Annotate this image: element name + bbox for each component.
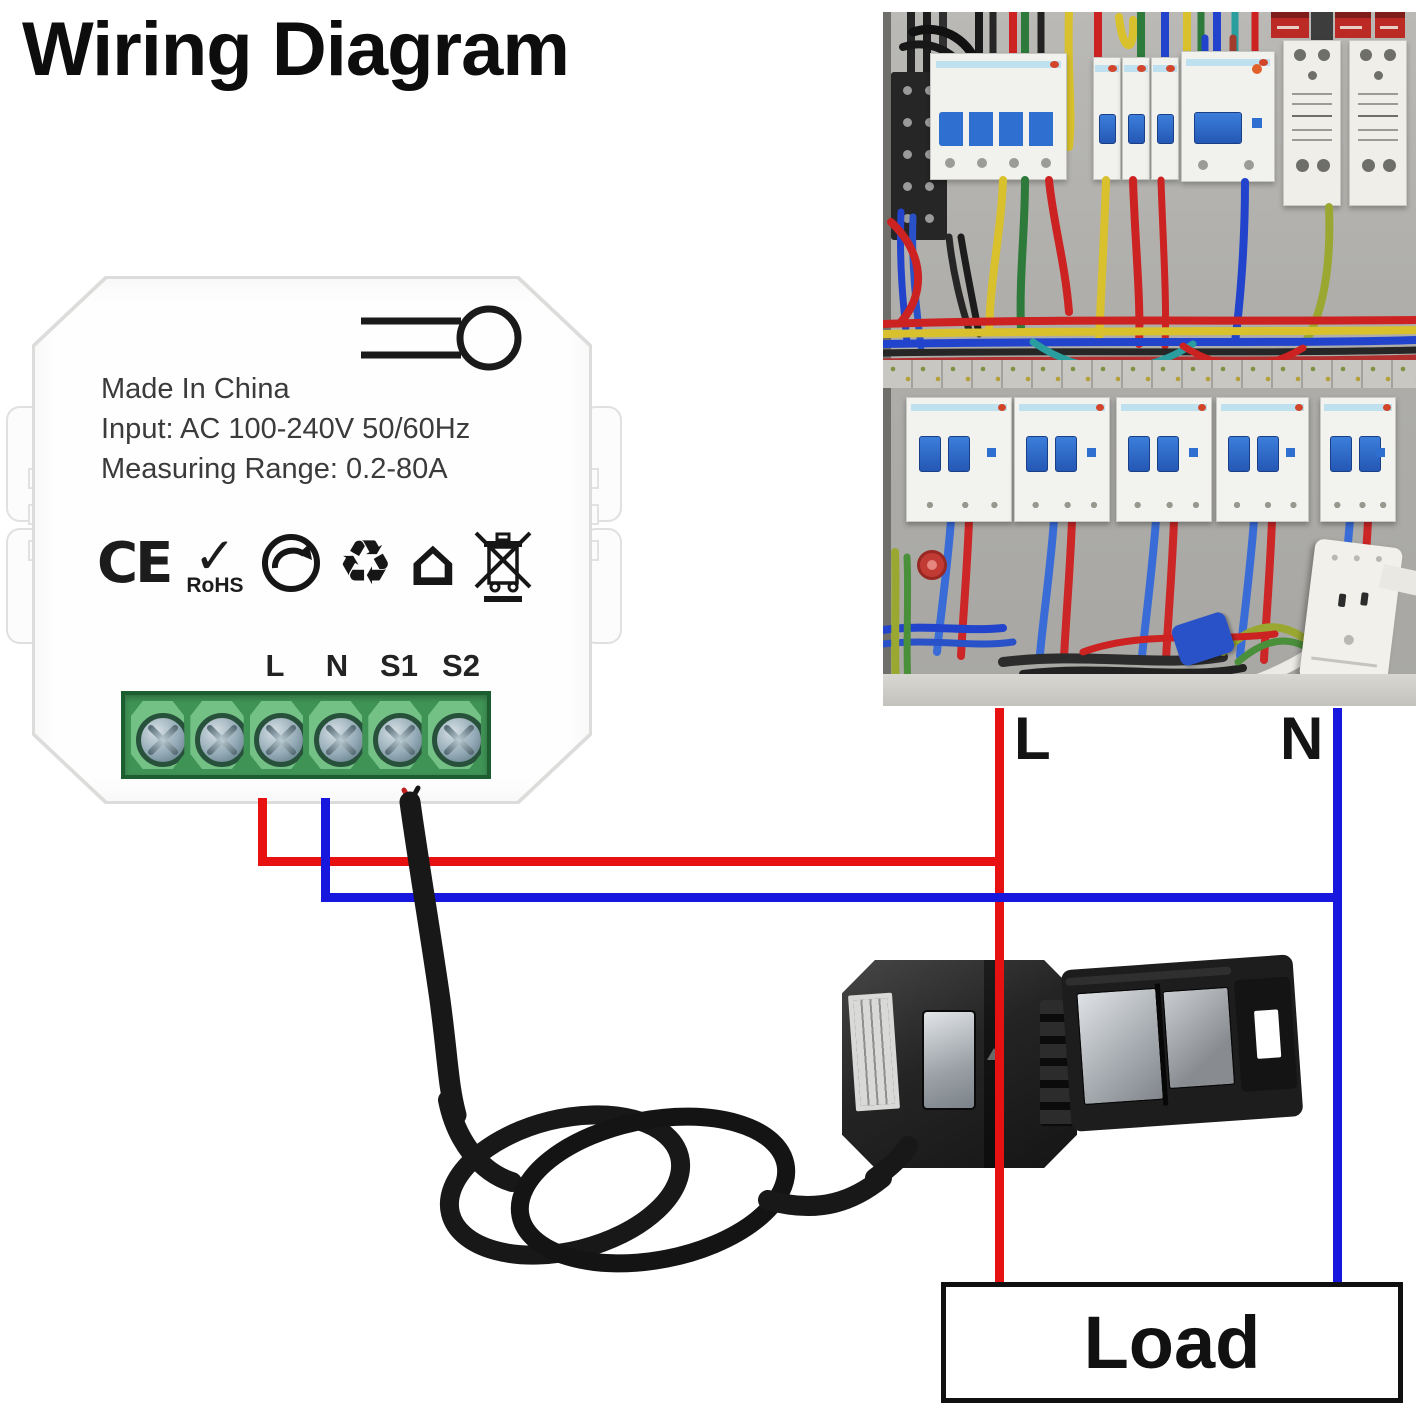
house-icon: ⌂ [409,524,457,601]
live-wire-panel-upper [995,708,1004,953]
device-text-input: Input: AC 100-240V 50/60Hz [101,413,471,445]
load-box: Load [941,1282,1403,1403]
jaw-core-face [1076,987,1164,1106]
breaker-unit [1116,397,1212,522]
screw-head-icon [313,713,363,767]
weee-bin-icon [474,531,532,602]
live-wire-panel-lower [995,950,1004,1284]
terminal-block [121,691,491,779]
terminal-screw [131,701,185,769]
screw-head-icon [372,713,422,767]
page-title: Wiring Diagram [22,7,570,92]
terminal-screw [249,701,303,769]
screw-head-icon [135,713,185,767]
terminal-label: N [325,648,349,683]
breaker-rcbo [1181,51,1275,182]
breaker-unit [906,397,1012,522]
device-text-range: Measuring Range: 0.2-80A [101,453,448,485]
breaker-4pole [930,53,1067,180]
terminal-screw [190,701,244,769]
surge-protector [1283,40,1341,206]
breaker-panel-photo [883,12,1416,706]
jaw-ridge [1065,966,1232,987]
panel-red-emblem [917,550,947,580]
device-text-made-in: Made In China [101,373,290,405]
ct-clamp-core-face [922,1010,976,1110]
panel-bottom-rail [883,674,1416,706]
live-wire-horizontal [258,857,1004,866]
panel-terminal-strip [883,360,1416,388]
load-label: Load [1083,1301,1261,1384]
jaw-core-face [1162,986,1236,1090]
terminal-screw [427,701,481,769]
ct-sensor-cable [399,785,918,1273]
keyhole-slot-icon [361,305,522,371]
live-wire-device-drop [258,798,267,862]
terminal-label: S2 [442,648,480,683]
ct-clamp-jaw [1060,954,1304,1132]
neutral-wire-horizontal [321,893,1342,902]
neutral-wire-panel [1333,708,1342,1284]
panel-row2 [883,397,1416,522]
ct-clamp-sensor [840,952,1310,1177]
recycle-icon: ♻ [337,526,394,599]
green-dot-icon [261,534,320,592]
terminal-label: S1 [380,648,418,683]
terminal-labels: L N S1 S2 [244,648,492,684]
surge-protector [1349,40,1407,206]
certification-icons: CE ✓ RoHS ♻ ⌂ [97,509,534,617]
rohs-check-icon: ✓ RoHS [186,531,243,596]
panel-module-dark [1311,12,1333,42]
live-label: L [1014,705,1051,772]
device-face: Made In China Input: AC 100-240V 50/60Hz… [35,279,589,801]
jaw-latch-hole [1254,1009,1282,1059]
checkmark-icon: ✓ [193,526,236,585]
terminal-label: L [265,648,285,683]
neutral-label: N [1280,705,1324,772]
panel-module-red [1375,12,1405,38]
terminal-screw [368,701,422,769]
breaker-1pole [1151,57,1179,180]
wall-socket [1298,538,1404,690]
screw-head-icon [194,713,244,767]
breaker-1pole [1122,57,1150,180]
energy-meter-device: Made In China Input: AC 100-240V 50/60Hz… [32,276,592,804]
jaw-latch [1233,976,1298,1093]
breaker-1pole [1093,57,1121,180]
panel-module-red [1335,12,1371,38]
neutral-wire-device-drop [321,798,330,898]
screw-head-icon [254,713,303,767]
panel-module-red [1271,12,1309,38]
breaker-unit [1014,397,1110,522]
ce-mark-icon: CE [97,530,173,596]
breaker-unit [1216,397,1309,522]
rohs-label: RoHS [186,573,244,597]
screw-head-icon [432,713,481,767]
terminal-screw [308,701,363,769]
breaker-unit [1320,397,1396,522]
